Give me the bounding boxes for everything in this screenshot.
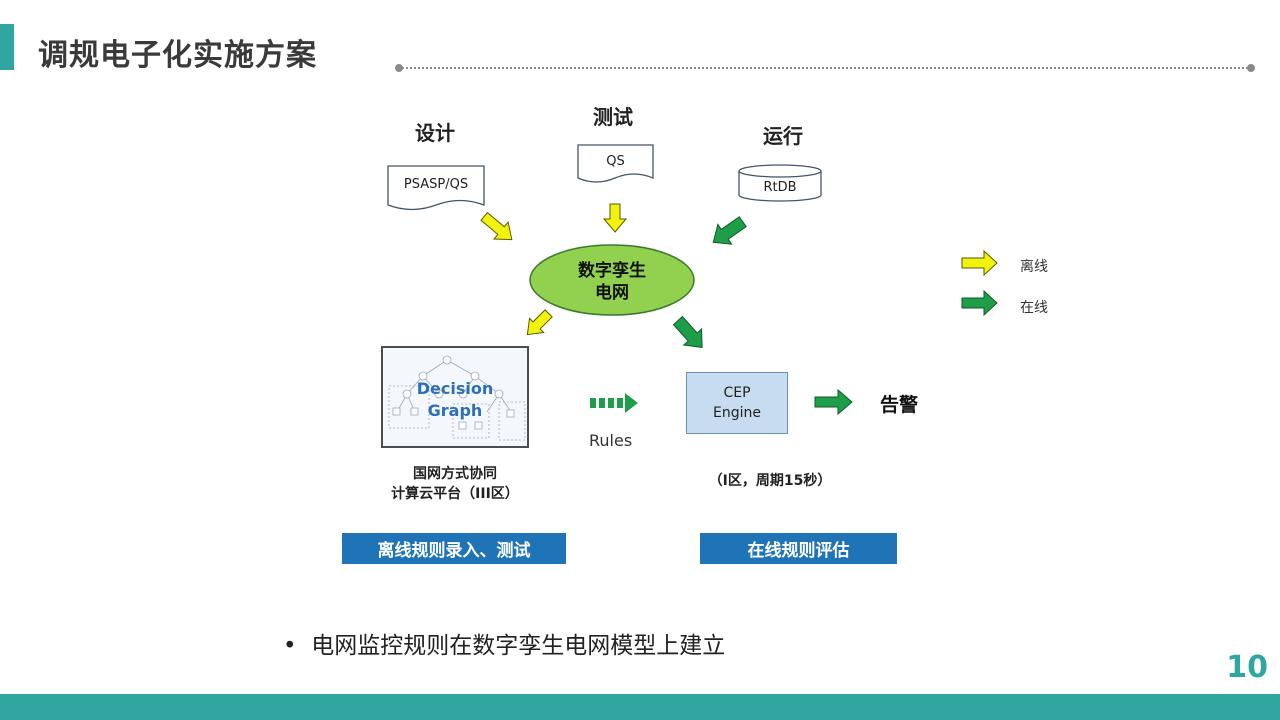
arrow-test-to-hub [602,203,628,233]
decision-tree-sketch [388,355,526,441]
cep-caption: （I区，周期15秒） [708,473,832,489]
arrow-cep-to-alarm [814,388,853,416]
bullet-point: • 电网监控规则在数字孪生电网模型上建立 [283,626,725,660]
title-divider [398,67,1252,69]
bullet-text: 电网监控规则在数字孪生电网模型上建立 [311,633,726,659]
offline-platform-line2: 计算云平台（III区） [391,486,519,502]
page-number: 10 [1226,650,1268,685]
bullet-dot: • [283,633,312,659]
offline-phase-label: 离线规则录入、测试 [342,533,566,564]
legend-offline-label: 离线 [1020,259,1048,275]
offline-platform-line1: 国网方式协同 [413,466,497,482]
rtdb-label: RtDB [763,180,797,195]
qs-document-label: QS [606,154,625,169]
title-accent-bar [0,24,14,70]
bottom-accent-bar [0,694,1280,720]
rules-label: Rules [589,431,633,450]
legend-online-label: 在线 [1020,300,1048,316]
design-label: 设计 [415,121,455,145]
qs-document-shape [577,144,654,183]
divider-end-dot-right [1247,64,1255,72]
run-label: 运行 [763,124,803,148]
rules-dashed-arrow [590,393,638,413]
decision-graph-label-line1: Decision [416,379,494,398]
decision-graph-label-line2: Graph [427,401,483,420]
slide-title: 调规电子化实施方案 [38,38,317,73]
rtdb-database-shape [738,164,822,202]
test-label: 测试 [593,105,633,129]
legend-online-arrow [961,289,998,317]
divider-end-dot-left [395,64,403,72]
arrow-run-to-hub [712,216,747,245]
arrow-design-to-hub [480,211,513,241]
digital-twin-hub [529,244,695,316]
offline-platform-caption: 国网方式协同 计算云平台（III区） [370,464,540,504]
cep-label-line1: CEP [723,385,751,401]
online-phase-label: 在线规则评估 [700,533,897,564]
alarm-label: 告警 [880,394,919,416]
psasp-document-shape [387,165,485,211]
arrow-hub-to-decision-graph [526,309,553,336]
hub-label-line2: 电网 [595,283,629,303]
hub-label-line1: 数字孪生 [578,261,646,281]
arrow-hub-to-cep [672,315,703,348]
decision-graph-image: Decision Graph [381,346,529,448]
cep-label-line2: Engine [713,405,761,421]
legend-offline-arrow [961,249,998,277]
cep-engine-box: CEP Engine [686,372,788,434]
psasp-document-label: PSASP/QS [403,177,469,192]
